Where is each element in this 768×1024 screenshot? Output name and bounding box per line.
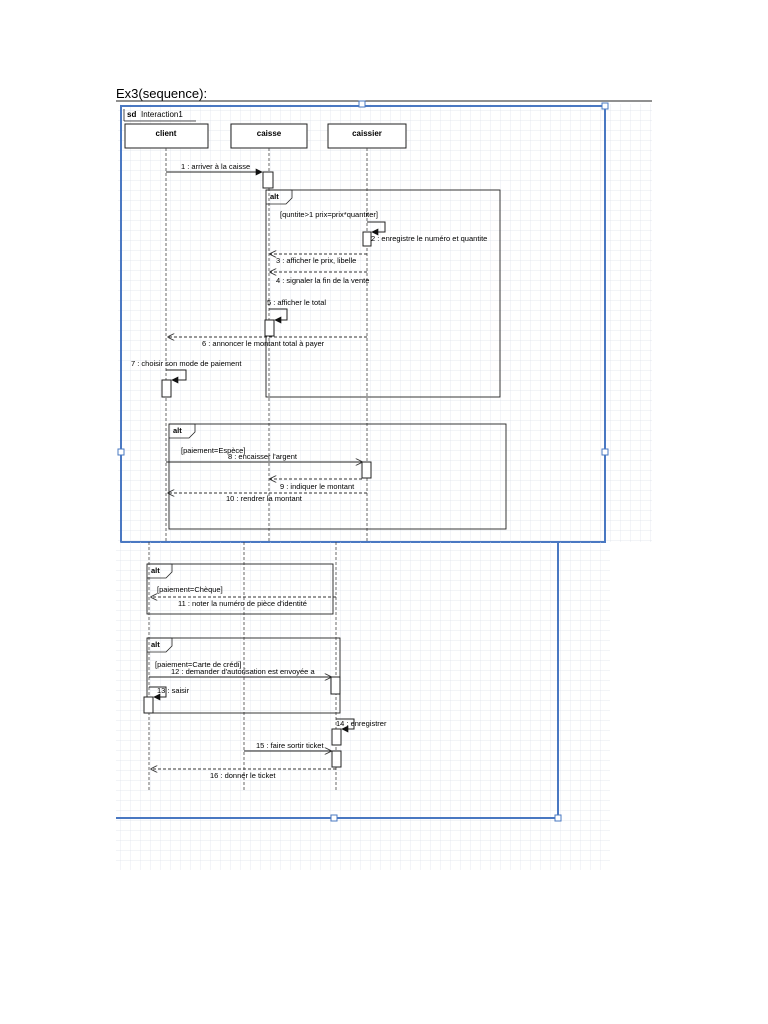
fragment-operator: alt xyxy=(151,640,160,649)
activation-bar xyxy=(264,319,275,337)
lifeline-label: caisse xyxy=(257,129,282,138)
resize-handle[interactable] xyxy=(117,448,125,456)
fragment-operator: alt xyxy=(173,426,182,435)
resize-handle[interactable] xyxy=(601,448,609,456)
diagram-canvas-top: sd Interaction1 client caisse caissier 1… xyxy=(117,100,652,543)
fragment-guard: [paiement=Chèque] xyxy=(157,585,223,594)
fragment-guard: [paiement=Espèce] xyxy=(181,446,245,455)
resize-handle[interactable] xyxy=(330,814,338,822)
message-12[interactable]: 12 : demander d'autorisation est envoyée… xyxy=(149,667,331,677)
message-8[interactable]: 8 : encaisser l'argent xyxy=(166,452,362,462)
message-7[interactable]: 7 : choisir son mode de paiement xyxy=(131,359,242,384)
frame-label: sd Interaction1 xyxy=(123,109,196,122)
alt-fragment-1[interactable]: alt [quntite>1 prix=prix*quantiter] xyxy=(265,189,501,398)
svg-text:9 : indiquer le montant: 9 : indiquer le montant xyxy=(280,482,355,491)
message-5[interactable]: 5 : afficher le total xyxy=(267,298,326,324)
fragment-operator: alt xyxy=(151,566,160,575)
svg-text:12 : demander d'autorisation e: 12 : demander d'autorisation est envoyée… xyxy=(171,667,315,676)
message-16[interactable]: 16 : donner le ticket xyxy=(151,769,336,780)
fragment-guard: [quntite>1 prix=prix*quantiter] xyxy=(280,210,378,219)
svg-text:3 : afficher le prix, libelle: 3 : afficher le prix, libelle xyxy=(276,256,356,265)
svg-text:2 : enregistre le numéro et qu: 2 : enregistre le numéro et quantite xyxy=(371,234,487,243)
lifeline-label: caissier xyxy=(352,129,382,138)
svg-text:10 : rendrer la montant: 10 : rendrer la montant xyxy=(226,494,303,503)
resize-handle[interactable] xyxy=(554,814,562,822)
activation-bar xyxy=(331,750,342,768)
svg-text:1 : arriver à la caisse: 1 : arriver à la caisse xyxy=(181,162,250,171)
alt-fragment-4[interactable]: alt [paiement=Carte de crédi] xyxy=(146,637,341,714)
svg-text:7 : choisir son mode de paieme: 7 : choisir son mode de paiement xyxy=(131,359,242,368)
activation-bar xyxy=(143,696,154,714)
message-15[interactable]: 15 : faire sortir ticket xyxy=(244,741,331,751)
svg-text:4 : signaler la fin de la vent: 4 : signaler la fin de la vente xyxy=(276,276,369,285)
message-6[interactable]: 6 : annoncer le montant total à payer xyxy=(168,337,367,348)
message-4[interactable]: 4 : signaler la fin de la vente xyxy=(270,272,369,285)
message-1[interactable]: 1 : arriver à la caisse xyxy=(166,162,263,176)
activation-bar xyxy=(330,676,341,695)
activation-bar xyxy=(262,171,274,189)
lifeline-caisse[interactable]: caisse xyxy=(230,123,308,542)
message-3[interactable]: 3 : afficher le prix, libelle xyxy=(270,254,367,265)
fragment-guard: [paiement=Carte de crédi] xyxy=(155,660,242,669)
message-14[interactable]: 14 : enregistrer xyxy=(336,718,387,733)
resize-handle[interactable] xyxy=(601,102,609,110)
message-11[interactable]: 11 : noter la numéro de pièce d'identité xyxy=(151,597,336,608)
lifeline-caissier[interactable]: caissier xyxy=(327,123,407,542)
svg-text:16 : donner le ticket: 16 : donner le ticket xyxy=(210,771,276,780)
frame-name: Interaction1 xyxy=(141,110,183,119)
activation-bar xyxy=(331,728,342,746)
diagram-canvas-bottom: alt [paiement=Chèque] 11 : noter la numé… xyxy=(116,542,610,870)
message-13[interactable]: 13 : saisir xyxy=(149,686,190,701)
svg-text:8 : encaisser l'argent: 8 : encaisser l'argent xyxy=(228,452,298,461)
message-2[interactable]: 2 : enregistre le numéro et quantite xyxy=(367,221,487,243)
svg-text:5 : afficher le total: 5 : afficher le total xyxy=(267,298,326,307)
activation-bar xyxy=(361,461,372,479)
lifeline-client[interactable]: client xyxy=(124,123,209,542)
activation-bar xyxy=(362,231,372,247)
svg-text:15 : faire sortir ticket: 15 : faire sortir ticket xyxy=(256,741,324,750)
svg-text:11 : noter la numéro de pièce: 11 : noter la numéro de pièce d'identité xyxy=(178,599,307,608)
fragment-operator: alt xyxy=(270,192,279,201)
activation-bar xyxy=(161,379,172,398)
resize-handle[interactable] xyxy=(358,100,366,108)
alt-fragment-3[interactable]: alt [paiement=Chèque] xyxy=(146,563,334,615)
alt-fragment-2[interactable]: alt [paiement=Espèce] xyxy=(168,423,507,530)
message-9[interactable]: 9 : indiquer le montant xyxy=(270,479,362,491)
page-heading: Ex3(sequence): xyxy=(116,86,208,101)
lifeline-label: client xyxy=(156,129,177,138)
svg-text:14 : enregistrer: 14 : enregistrer xyxy=(336,719,387,728)
svg-text:6 : annoncer le montant total: 6 : annoncer le montant total à payer xyxy=(202,339,325,348)
message-10[interactable]: 10 : rendrer la montant xyxy=(168,493,367,503)
svg-text:13 : saisir: 13 : saisir xyxy=(157,686,190,695)
frame-keyword: sd xyxy=(127,110,136,119)
